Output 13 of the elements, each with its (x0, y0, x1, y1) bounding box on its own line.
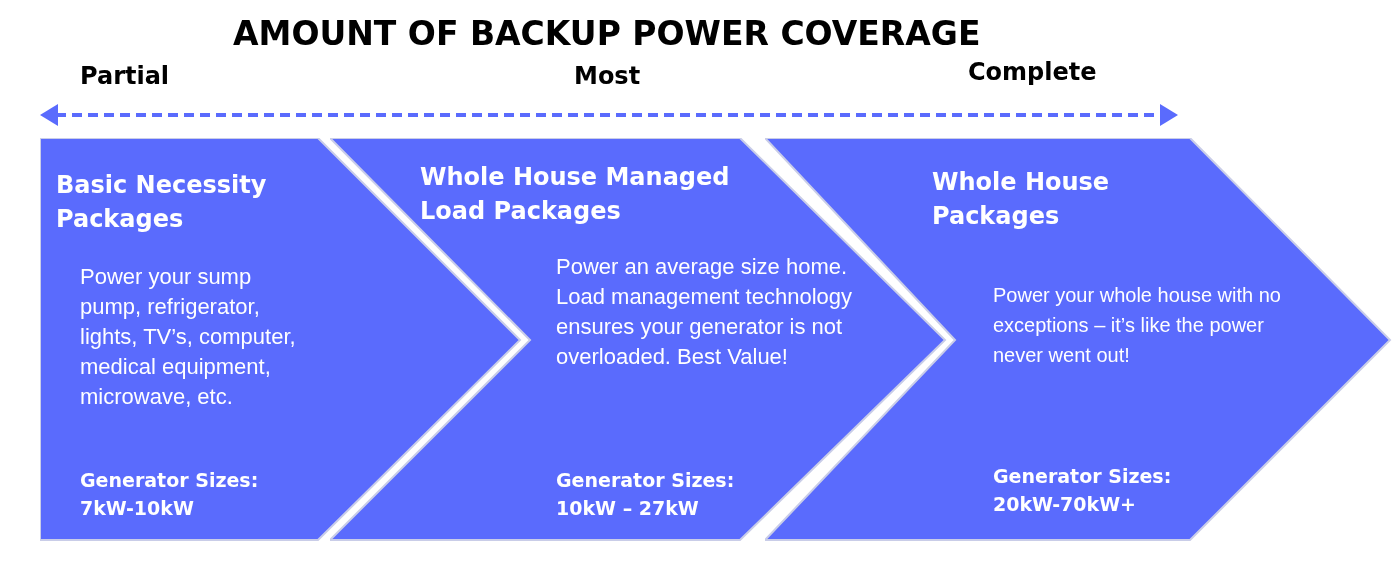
title: AMOUNT OF BACKUP POWER COVERAGE (233, 14, 981, 53)
description: Power your sump pump, refrigerator, lights, TV’s, computer, medical equipment, microwave, etc. (80, 263, 297, 411)
size-range: Generator Sizes: 20kW-70kW+ (993, 464, 1173, 517)
scale-label: Partial (80, 62, 170, 90)
heading: Whole House Managed Load Packages (420, 162, 731, 227)
scale-label: Most (574, 62, 641, 90)
heading: Basic Necessity Packages (56, 170, 268, 235)
size-range: Generator Sizes: 7kW-10kW (80, 468, 260, 521)
size-range: Generator Sizes: 10kW – 27kW (556, 468, 736, 521)
description: Power an average size home. Load management technology ensures your generator is not overloaded. Best Value! (556, 253, 853, 371)
description: Power your whole house with no exceptions – it’s like the power never went out! (993, 283, 1282, 368)
scale-label: Complete (968, 58, 1097, 86)
heading: Whole House Packages (932, 167, 1111, 232)
